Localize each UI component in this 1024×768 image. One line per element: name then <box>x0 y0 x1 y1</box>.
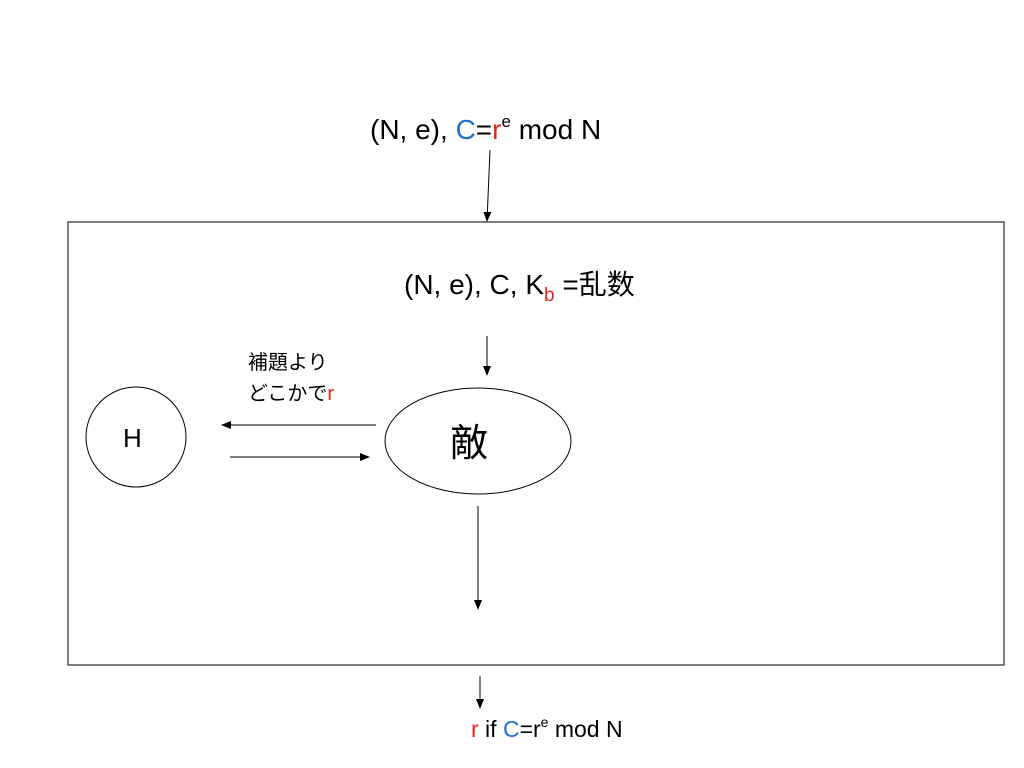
output-exp: e <box>540 714 549 730</box>
h-node-label: H <box>123 425 142 451</box>
output-suffix: mod N <box>548 716 623 742</box>
h-node-circle <box>85 386 187 488</box>
top-input-exp: e <box>501 112 511 131</box>
top-input-r: r <box>492 114 502 145</box>
lemma-line-2-r: r <box>327 383 335 405</box>
h-node-text: H <box>123 423 142 453</box>
top-input-suffix: mod N <box>510 114 602 145</box>
top-input-label: (N, e), C=re mod N <box>370 113 602 145</box>
box-input-prefix: (N, e), C, K <box>404 269 545 300</box>
lemma-line-1: 補題より <box>248 353 328 373</box>
output-if: if <box>478 716 503 742</box>
top-input-prefix: (N, e), <box>370 114 456 145</box>
top-input-eq: = <box>475 114 493 145</box>
output-r: r <box>471 716 479 742</box>
enemy-node-label: 敵 <box>450 425 488 463</box>
lemma-line-1-text: 補題より <box>248 352 328 374</box>
enemy-node-ellipse <box>384 387 572 495</box>
enemy-node-text: 敵 <box>450 423 489 465</box>
lemma-line-2-text: どこかで <box>248 383 328 405</box>
output-c: C <box>502 716 520 742</box>
input-arrow <box>483 149 492 222</box>
output-eq: =r <box>519 716 541 742</box>
output-label: r if C=re mod N <box>471 715 623 742</box>
box-input-suffix: =乱数 <box>554 269 635 300</box>
box-input-label: (N, e), C, Kb =乱数 <box>404 269 635 306</box>
box-input-sub: b <box>544 285 555 306</box>
top-input-c: C <box>455 114 476 145</box>
lemma-line-2: どこかでr <box>248 384 334 404</box>
oracle-box <box>67 221 1005 666</box>
